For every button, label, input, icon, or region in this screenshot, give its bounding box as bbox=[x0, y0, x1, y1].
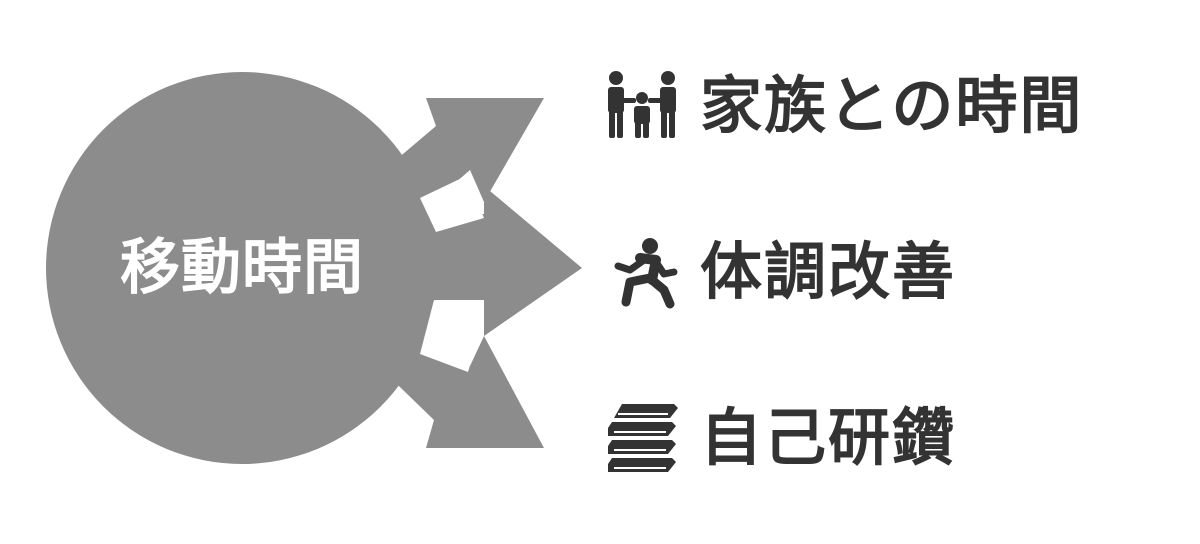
outcome-study: 自己研鑽 bbox=[604, 398, 956, 478]
family-icon bbox=[604, 68, 680, 144]
hub-label: 移動時間 bbox=[120, 233, 364, 303]
arrow-gap-lower bbox=[420, 300, 484, 372]
outcome-label-study: 自己研鑽 bbox=[700, 401, 957, 474]
running-person-icon bbox=[604, 234, 680, 310]
outcome-label-health: 体調改善 bbox=[700, 235, 957, 308]
books-icon bbox=[604, 400, 680, 476]
outcome-label-family: 家族との時間 bbox=[700, 69, 1084, 142]
outcome-family: 家族との時間 bbox=[604, 66, 1083, 146]
arrow-gap-upper bbox=[420, 176, 484, 232]
outcome-health: 体調改善 bbox=[604, 232, 956, 312]
hub-circle bbox=[46, 72, 438, 464]
